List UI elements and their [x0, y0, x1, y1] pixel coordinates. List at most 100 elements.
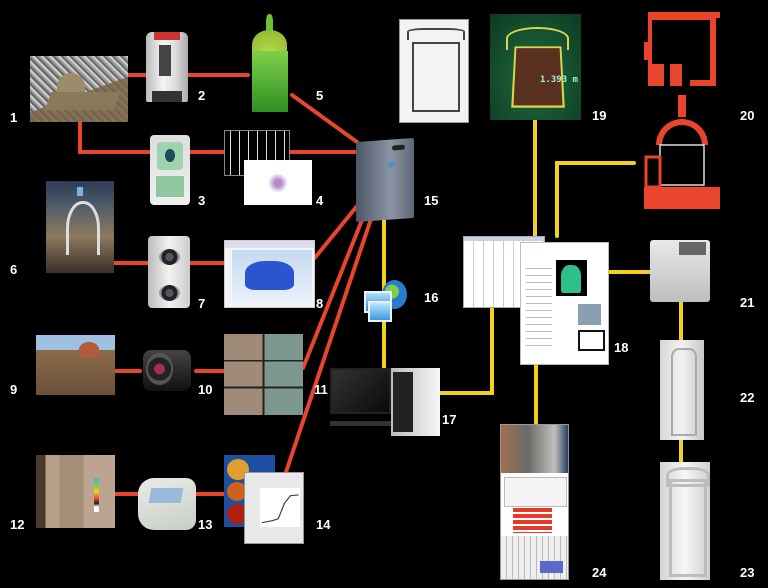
lantern — [678, 95, 686, 117]
label-16: 16 — [424, 290, 439, 305]
dome-shape — [79, 342, 100, 358]
label-19: 19 — [592, 108, 607, 123]
camera-lens — [146, 352, 173, 386]
scanner-lens-top — [158, 248, 180, 265]
node-2-laser-scanner-icon[interactable] — [146, 32, 188, 102]
spectrum-plot — [259, 488, 301, 527]
replica-pediment — [666, 466, 710, 487]
label-20: 20 — [740, 108, 755, 123]
mould-cavity — [671, 348, 697, 436]
node-10-camera-icon[interactable] — [138, 340, 196, 398]
node-15-server-icon[interactable] — [356, 137, 414, 223]
body-shape — [251, 51, 288, 112]
node-20-section-drawing[interactable] — [642, 95, 722, 215]
pediment-sketch — [406, 28, 466, 41]
mesh-model — [244, 260, 295, 291]
historical-drawing[interactable] — [399, 19, 469, 123]
node-24-monitoring-sheet[interactable] — [500, 424, 569, 580]
station-lens — [165, 149, 175, 162]
server-panel — [391, 145, 405, 151]
monitor-icon — [368, 301, 393, 322]
printer-lid — [678, 242, 706, 255]
dome-outline — [656, 119, 708, 145]
sheet-area-chart — [539, 560, 563, 573]
label-12: 12 — [10, 517, 25, 532]
node-21-3d-printer-icon[interactable] — [650, 240, 710, 302]
node-6-interior-photo[interactable] — [46, 181, 114, 273]
pigment-sample — [226, 458, 250, 481]
window-shape — [76, 186, 84, 196]
label-3: 3 — [198, 193, 206, 208]
label-8: 8 — [316, 296, 324, 311]
node-14-spectrum-window[interactable] — [244, 472, 304, 544]
sheet-condition-bands — [513, 508, 552, 533]
link-1-3 — [78, 120, 154, 154]
station-base — [155, 175, 185, 197]
label-17: 17 — [442, 412, 457, 427]
spectrum-curve — [261, 494, 299, 524]
window-toolbar — [225, 241, 314, 248]
node-13-colorimeter-icon[interactable] — [138, 478, 196, 530]
pigment-sample — [226, 503, 248, 525]
label-22: 22 — [740, 390, 755, 405]
label-4: 4 — [316, 193, 324, 208]
pigment-sample — [226, 482, 247, 502]
node-1-aerial-photo[interactable] — [30, 56, 128, 122]
node-12-stone-surface-photo[interactable] — [36, 455, 115, 528]
node-7-triangulation-scanner-icon[interactable] — [148, 236, 190, 308]
node-4-scatter-plot[interactable] — [244, 160, 312, 205]
label-5: 5 — [316, 88, 324, 103]
sheet-photo — [501, 425, 568, 473]
report-photo — [578, 303, 602, 326]
sheet-graph — [503, 477, 568, 508]
node-18-report-sheet[interactable] — [520, 242, 609, 365]
scanner-lens-bottom — [158, 284, 180, 301]
label-18: 18 — [614, 340, 629, 355]
label-7: 7 — [198, 296, 206, 311]
label-14: 14 — [316, 517, 331, 532]
label-11: 11 — [314, 382, 328, 397]
label-10: 10 — [198, 382, 213, 397]
scanner-handle — [154, 32, 180, 41]
device-screen — [148, 488, 183, 503]
label-24: 24 — [592, 565, 607, 580]
color-chart — [94, 478, 100, 512]
label-9: 9 — [10, 382, 18, 397]
node-8-mesh-software[interactable] — [224, 240, 315, 308]
node-20-floor-plan[interactable] — [642, 10, 722, 90]
link-8-15 — [311, 198, 364, 262]
link-20-18 — [555, 161, 636, 238]
label-13: 13 — [198, 517, 213, 532]
distance-readout: 1.393 m — [540, 75, 578, 86]
node-16-network-icon[interactable] — [364, 280, 408, 322]
node-23-physical-replica[interactable] — [660, 462, 710, 580]
link-5-15 — [290, 93, 359, 144]
plan-walls — [644, 12, 720, 86]
replica-frame — [669, 478, 707, 577]
node-9-facade-photo[interactable] — [36, 335, 115, 395]
lantern-shape — [265, 14, 274, 32]
report-plan — [578, 330, 606, 352]
link-14-15 — [284, 208, 376, 474]
side-chapel — [644, 155, 662, 189]
roof-shape — [44, 92, 120, 111]
pc-tower — [390, 368, 440, 436]
node-19-3d-viewer[interactable]: 1.393 m — [490, 14, 581, 120]
scanner-tripod — [152, 90, 182, 102]
label-15: 15 — [424, 193, 439, 208]
label-21: 21 — [740, 295, 755, 310]
node-3-total-station-icon[interactable] — [150, 135, 190, 205]
label-23: 23 — [740, 565, 755, 580]
node-11-detail-photos[interactable] — [224, 334, 303, 415]
monitor-screen — [330, 368, 392, 415]
node-22-printed-mould[interactable] — [660, 340, 704, 440]
node-5-point-cloud-model[interactable] — [247, 14, 292, 112]
scanner-window — [158, 44, 172, 77]
keyboard — [330, 421, 391, 427]
label-1: 1 — [10, 110, 18, 125]
door-frame-sketch — [412, 42, 460, 112]
report-text — [526, 262, 553, 348]
arch-outline — [506, 26, 569, 50]
node-17-workstation-icon[interactable] — [330, 368, 440, 436]
